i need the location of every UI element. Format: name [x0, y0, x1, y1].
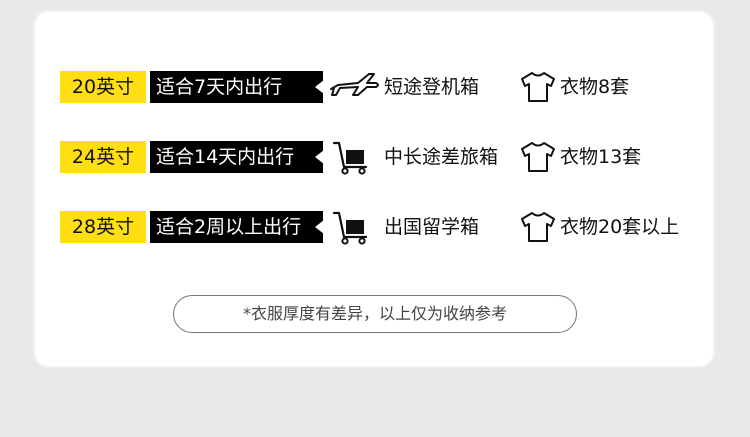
trip-duration-tag: 适合14天内出行: [150, 141, 324, 173]
luggage-cart-icon: [332, 141, 368, 175]
size-tag: 28英寸: [60, 211, 146, 243]
luggage-type-label: 中长途差旅箱: [384, 146, 499, 168]
capacity-disclaimer-note: *衣服厚度有差异，以上仅为收纳参考: [173, 295, 577, 333]
size-guide-card: [35, 12, 713, 366]
trip-duration-tag: 适合7天内出行: [150, 71, 324, 103]
tshirt-icon: [521, 142, 555, 172]
luggage-cart-icon: [332, 211, 368, 245]
clothes-capacity-label: 衣物13套: [560, 146, 642, 168]
airplane-icon: [330, 73, 379, 96]
size-row-20: 20英寸 适合7天内出行 短途登机箱 衣物8套: [60, 71, 720, 103]
luggage-type-label: 短途登机箱: [384, 76, 480, 98]
size-tag: 24英寸: [60, 141, 146, 173]
tshirt-icon: [521, 212, 555, 242]
size-tag: 20英寸: [60, 71, 146, 103]
clothes-capacity-label: 衣物8套: [560, 76, 630, 98]
trip-duration-tag: 适合2周以上出行: [150, 211, 324, 243]
tshirt-icon: [521, 72, 555, 102]
size-row-28: 28英寸 适合2周以上出行 出国留学箱 衣物20套以上: [60, 211, 720, 245]
clothes-capacity-label: 衣物20套以上: [560, 216, 680, 238]
size-row-24: 24英寸 适合14天内出行 中长途差旅箱 衣物13套: [60, 141, 720, 175]
luggage-type-label: 出国留学箱: [384, 216, 480, 238]
